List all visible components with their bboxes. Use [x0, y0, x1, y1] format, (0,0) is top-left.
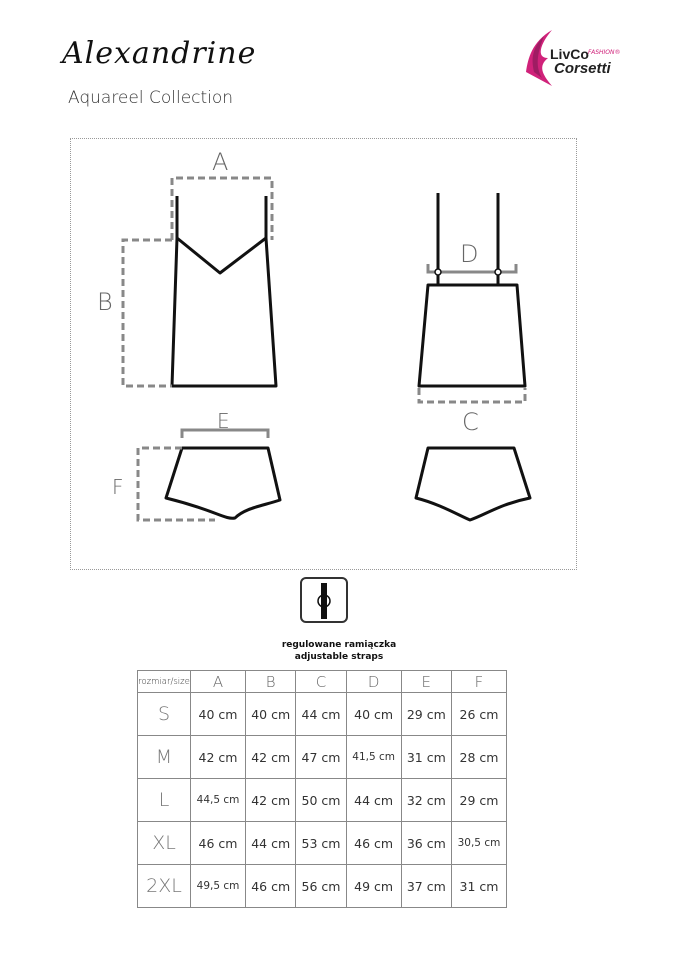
chemise-front [170, 196, 278, 388]
size-cell: XL [137, 821, 191, 865]
table-row: XL 46 cm 44 cm 53 cm 46 cm 36 cm 30,5 cm [137, 821, 508, 865]
value-cell: 37 cm [400, 864, 452, 908]
value-cell: 29 cm [450, 778, 508, 822]
value-cell: 31 cm [400, 735, 452, 779]
value-cell: 26 cm [450, 692, 508, 736]
logo-text-fashion: FASHION® [588, 49, 621, 56]
value-cell: 40 cm [245, 692, 297, 736]
label-e: E [217, 409, 230, 433]
measurement-diagram-frame [70, 138, 577, 570]
value-cell: 44 cm [245, 821, 297, 865]
label-a: A [212, 148, 228, 176]
strap-ring-right-icon [494, 268, 502, 276]
value-cell: 53 cm [295, 821, 347, 865]
briefs-back [414, 446, 532, 522]
value-cell: 46 cm [189, 821, 247, 865]
value-cell: 36 cm [400, 821, 452, 865]
chemise-back [417, 193, 527, 388]
value-cell: 40 cm [189, 692, 247, 736]
value-cell: 47 cm [295, 735, 347, 779]
header-b: B [245, 670, 297, 693]
value-cell: 30,5 cm [450, 821, 508, 865]
value-cell: 40 cm [345, 692, 402, 736]
measure-d-line [426, 264, 518, 274]
value-cell: 29 cm [400, 692, 452, 736]
measurement-diagram: A B C D E F [97, 148, 532, 522]
value-cell: 44 cm [345, 778, 402, 822]
header-d: D [345, 670, 402, 693]
value-cell: 46 cm [345, 821, 402, 865]
value-cell: 42 cm [245, 735, 297, 779]
table-row: L 44,5 cm 42 cm 50 cm 44 cm 32 cm 29 cm [137, 778, 508, 822]
value-cell: 31 cm [450, 864, 508, 908]
header-e: E [400, 670, 452, 693]
label-f: F [112, 475, 124, 499]
size-cell: 2XL [137, 864, 191, 908]
value-cell: 49,5 cm [189, 864, 247, 908]
value-cell: 46 cm [245, 864, 297, 908]
table-row: 2XL 49,5 cm 46 cm 56 cm 49 cm 37 cm 31 c… [137, 864, 508, 908]
size-table: rozmiar/size A B C D E F S 40 cm 40 cm 4… [137, 670, 508, 908]
logo-text-livco: LivCo [550, 46, 589, 62]
size-cell: M [137, 735, 191, 779]
measure-a-line [170, 176, 274, 240]
value-cell: 56 cm [295, 864, 347, 908]
logo-text-corsetti: Corsetti [554, 60, 611, 77]
table-header-row: rozmiar/size A B C D E F [137, 670, 508, 693]
feature-label-en: adjustable straps [294, 652, 384, 662]
strap-ring-left-icon [434, 268, 442, 276]
size-cell: L [137, 778, 191, 822]
label-b: B [97, 288, 113, 316]
measure-e-line [180, 428, 270, 438]
measure-b-line [121, 238, 172, 388]
briefs-front [164, 446, 282, 520]
header-f: F [450, 670, 508, 693]
measure-f-line [136, 446, 215, 522]
value-cell: 50 cm [295, 778, 347, 822]
label-d: D [460, 240, 478, 268]
value-cell: 41,5 cm [345, 735, 402, 779]
table-row: M 42 cm 42 cm 47 cm 41,5 cm 31 cm 28 cm [137, 735, 508, 779]
header-c: C [295, 670, 347, 693]
value-cell: 42 cm [245, 778, 297, 822]
adjustable-strap-icon [300, 577, 348, 623]
value-cell: 28 cm [450, 735, 508, 779]
value-cell: 44,5 cm [189, 778, 247, 822]
collection-subtitle: Aquareel Collection [68, 88, 234, 108]
label-c: C [462, 408, 479, 436]
size-cell: S [137, 692, 191, 736]
value-cell: 32 cm [400, 778, 452, 822]
value-cell: 42 cm [189, 735, 247, 779]
feature-label-pl: regulowane ramiączka [281, 640, 397, 650]
table-row: S 40 cm 40 cm 44 cm 40 cm 29 cm 26 cm [137, 692, 508, 736]
measure-c-line [417, 388, 527, 404]
brand-logo: LivCo FASHION® Corsetti [522, 28, 652, 88]
brand-wing-icon [526, 30, 552, 86]
value-cell: 49 cm [345, 864, 402, 908]
product-title: Alexandrine [62, 36, 257, 71]
value-cell: 44 cm [295, 692, 347, 736]
header-a: A [189, 670, 247, 693]
header-size: rozmiar/size [137, 670, 191, 693]
